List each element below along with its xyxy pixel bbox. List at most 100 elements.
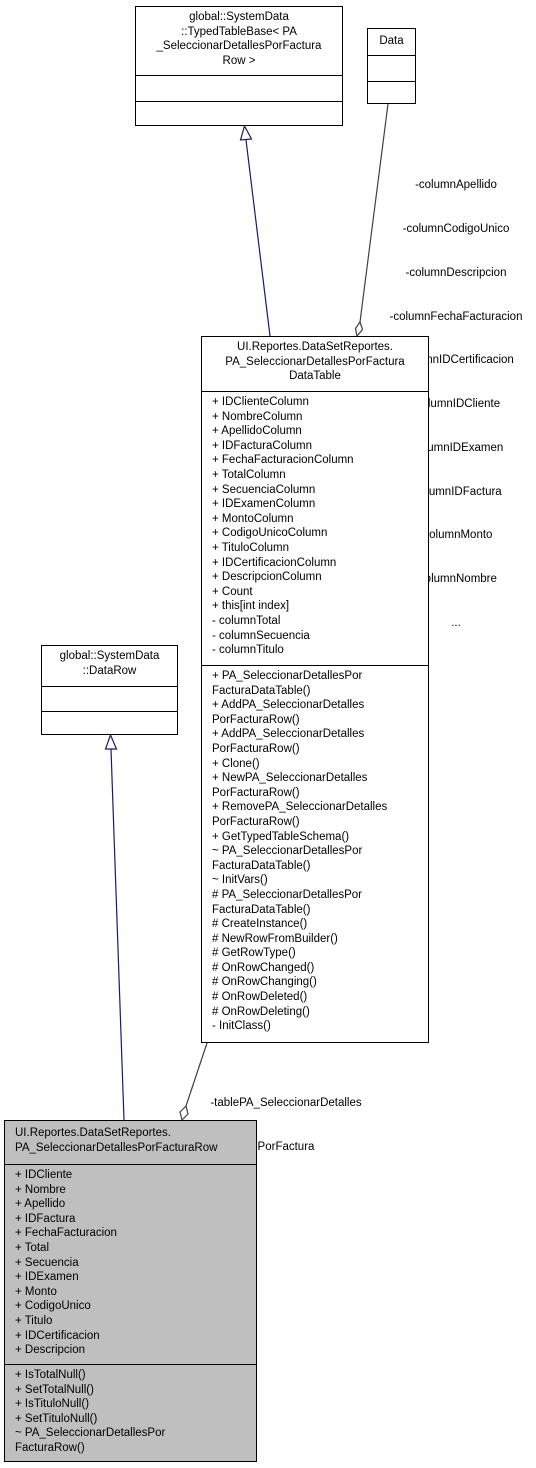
edge-label-line: ...	[451, 617, 461, 629]
attribute: - columnTitulo	[212, 644, 284, 657]
operations-compartment: + IsTotalNull() + SetTotalNull() + IsTit…	[5, 1364, 256, 1461]
class-name-line: PA_SeleccionarDetallesPorFactura	[225, 355, 405, 368]
attribute: + Apellido	[15, 1198, 66, 1211]
operation: # OnRowChanging()	[212, 976, 317, 989]
attribute: + TituloColumn	[212, 541, 290, 554]
attribute: + this[int index]	[212, 600, 290, 613]
operation: PorFacturaRow()	[212, 713, 300, 726]
edge-label-line: -columnNombre	[415, 573, 497, 586]
generalization-arrowhead-table	[239, 124, 253, 141]
class-name-line: global::SystemData	[189, 11, 289, 23]
attribute: + Monto	[15, 1285, 57, 1298]
class-name-line: Data	[379, 35, 404, 47]
association-edge-data	[359, 103, 389, 323]
operation: PorFacturaRow()	[212, 742, 300, 755]
operation: + GetTypedTableSchema()	[212, 830, 350, 843]
operation: + AddPA_SeleccionarDetalles	[212, 728, 365, 741]
attribute: + Total	[15, 1241, 49, 1254]
edge-label-line: -columnIDCliente	[411, 398, 501, 411]
attributes-compartment: + IDCliente + Nombre + Apellido + IDFact…	[5, 1164, 256, 1364]
attribute: + IDExamenColumn	[212, 498, 316, 511]
attribute: + IDFacturaColumn	[212, 439, 313, 452]
edge-label-line: -tablePA_SeleccionarDetalles	[210, 1097, 362, 1110]
operations-compartment	[368, 81, 415, 103]
attributes-compartment	[42, 686, 177, 711]
operation: # NewRowFromBuilder()	[212, 932, 338, 945]
class-data-table[interactable]: UI.Reportes.DataSetReportes. PA_Seleccio…	[201, 336, 429, 1043]
attribute: + Nombre	[15, 1183, 66, 1196]
class-name-line: ::TypedTableBase< PA	[181, 25, 297, 38]
operation: ~ PA_SeleccionarDetallesPor	[212, 845, 363, 858]
attribute: + DescripcionColumn	[212, 571, 322, 584]
operation: # OnRowDeleted()	[212, 991, 308, 1004]
operation: # OnRowChanged()	[212, 961, 315, 974]
generalization-arrowhead-row	[104, 733, 118, 750]
edge-label-line: PorFactura	[257, 1140, 315, 1153]
attribute: + Titulo	[15, 1314, 53, 1327]
operation: + RemovePA_SeleccionarDetalles	[212, 801, 388, 814]
edge-label-line: -columnApellido	[415, 179, 497, 192]
operation: # GetRowType()	[212, 947, 296, 960]
class-name: UI.Reportes.DataSetReportes. PA_Seleccio…	[202, 337, 428, 391]
operation: + NewPA_SeleccionarDetalles	[212, 772, 368, 785]
class-typed-table-base[interactable]: global::SystemData ::TypedTableBase< PA …	[135, 6, 343, 126]
attribute: + Secuencia	[15, 1256, 79, 1269]
operation: ~ PA_SeleccionarDetallesPor	[15, 1427, 166, 1440]
attribute: + MontoColumn	[212, 512, 294, 525]
attribute: + Descripcion	[15, 1344, 85, 1357]
operation: FacturaDataTable()	[212, 859, 311, 872]
class-name-line: UI.Reportes.DataSetReportes.	[15, 1127, 171, 1139]
attribute: + IDCliente	[15, 1169, 73, 1181]
class-data-row[interactable]: global::SystemData ::DataRow	[41, 645, 178, 735]
operation: FacturaDataTable()	[212, 903, 311, 916]
edge-label-data-columns: -columnApellido -columnCodigoUnico -colu…	[376, 149, 536, 645]
edge-label-line: -columnFechaFacturacion	[389, 310, 523, 323]
edge-label-table: -tablePA_SeleccionarDetalles PorFactura	[196, 1067, 376, 1169]
association-edge-table	[185, 1042, 208, 1107]
class-name-line: _SeleccionarDetallesPorFactura	[156, 40, 322, 53]
operation: FacturaRow()	[15, 1441, 85, 1454]
operation: + IsTituloNull()	[15, 1398, 90, 1411]
generalization-edge-table	[245, 139, 271, 337]
attribute: + TotalColumn	[212, 468, 286, 481]
attribute: + CodigoUnicoColumn	[212, 527, 328, 540]
edge-label-line: -columnCodigoUnico	[402, 222, 510, 235]
attribute: + FechaFacturacionColumn	[212, 454, 354, 467]
class-name: UI.Reportes.DataSetReportes. PA_Seleccio…	[5, 1121, 256, 1164]
attributes-compartment: + IDClienteColumn + NombreColumn + Apell…	[202, 391, 428, 665]
attribute: - columnTotal	[212, 614, 281, 627]
attribute: + Count	[212, 585, 253, 598]
class-name-line: PA_SeleccionarDetallesPorFacturaRow	[15, 1141, 218, 1154]
attribute: + IDFactura	[15, 1212, 76, 1225]
attribute: + SecuenciaColumn	[212, 483, 316, 496]
operation: # CreateInstance()	[212, 918, 308, 931]
operation: ~ InitVars()	[212, 874, 268, 887]
operation: + AddPA_SeleccionarDetalles	[212, 699, 365, 712]
class-name-line: global::SystemData	[59, 650, 160, 662]
attribute: - columnSecuencia	[212, 629, 310, 642]
operation: FacturaDataTable()	[212, 684, 311, 697]
class-name: global::SystemData ::DataRow	[42, 646, 177, 686]
attribute: + CodigoUnico	[15, 1300, 91, 1313]
attribute: + NombreColumn	[212, 410, 303, 423]
class-name: global::SystemData ::TypedTableBase< PA …	[136, 7, 342, 75]
edge-label-line: -columnIDExamen	[408, 441, 504, 454]
attribute: + FechaFacturacion	[15, 1227, 117, 1240]
operations-compartment	[42, 711, 177, 734]
class-name-line: UI.Reportes.DataSetReportes.	[237, 341, 393, 353]
attribute: + IDCertificacionColumn	[212, 556, 337, 569]
operation: + SetTituloNull()	[15, 1412, 98, 1425]
class-data[interactable]: Data	[367, 28, 416, 104]
operation: - InitClass()	[212, 1020, 271, 1033]
edge-label-line: -columnMonto	[419, 529, 493, 542]
class-name-line: Row >	[222, 54, 256, 67]
operation: + Clone()	[212, 757, 260, 770]
edge-label-line: -columnIDFactura	[410, 485, 502, 498]
operations-compartment	[136, 101, 342, 125]
operation: PorFacturaRow()	[212, 786, 300, 799]
operations-compartment: + PA_SeleccionarDetallesPor FacturaDataT…	[202, 665, 428, 1042]
operation: PorFacturaRow()	[212, 815, 300, 828]
class-row[interactable]: UI.Reportes.DataSetReportes. PA_Seleccio…	[4, 1120, 257, 1462]
aggregation-diamond-table	[179, 1104, 189, 1122]
edge-label-line: -columnDescripcion	[405, 266, 507, 279]
